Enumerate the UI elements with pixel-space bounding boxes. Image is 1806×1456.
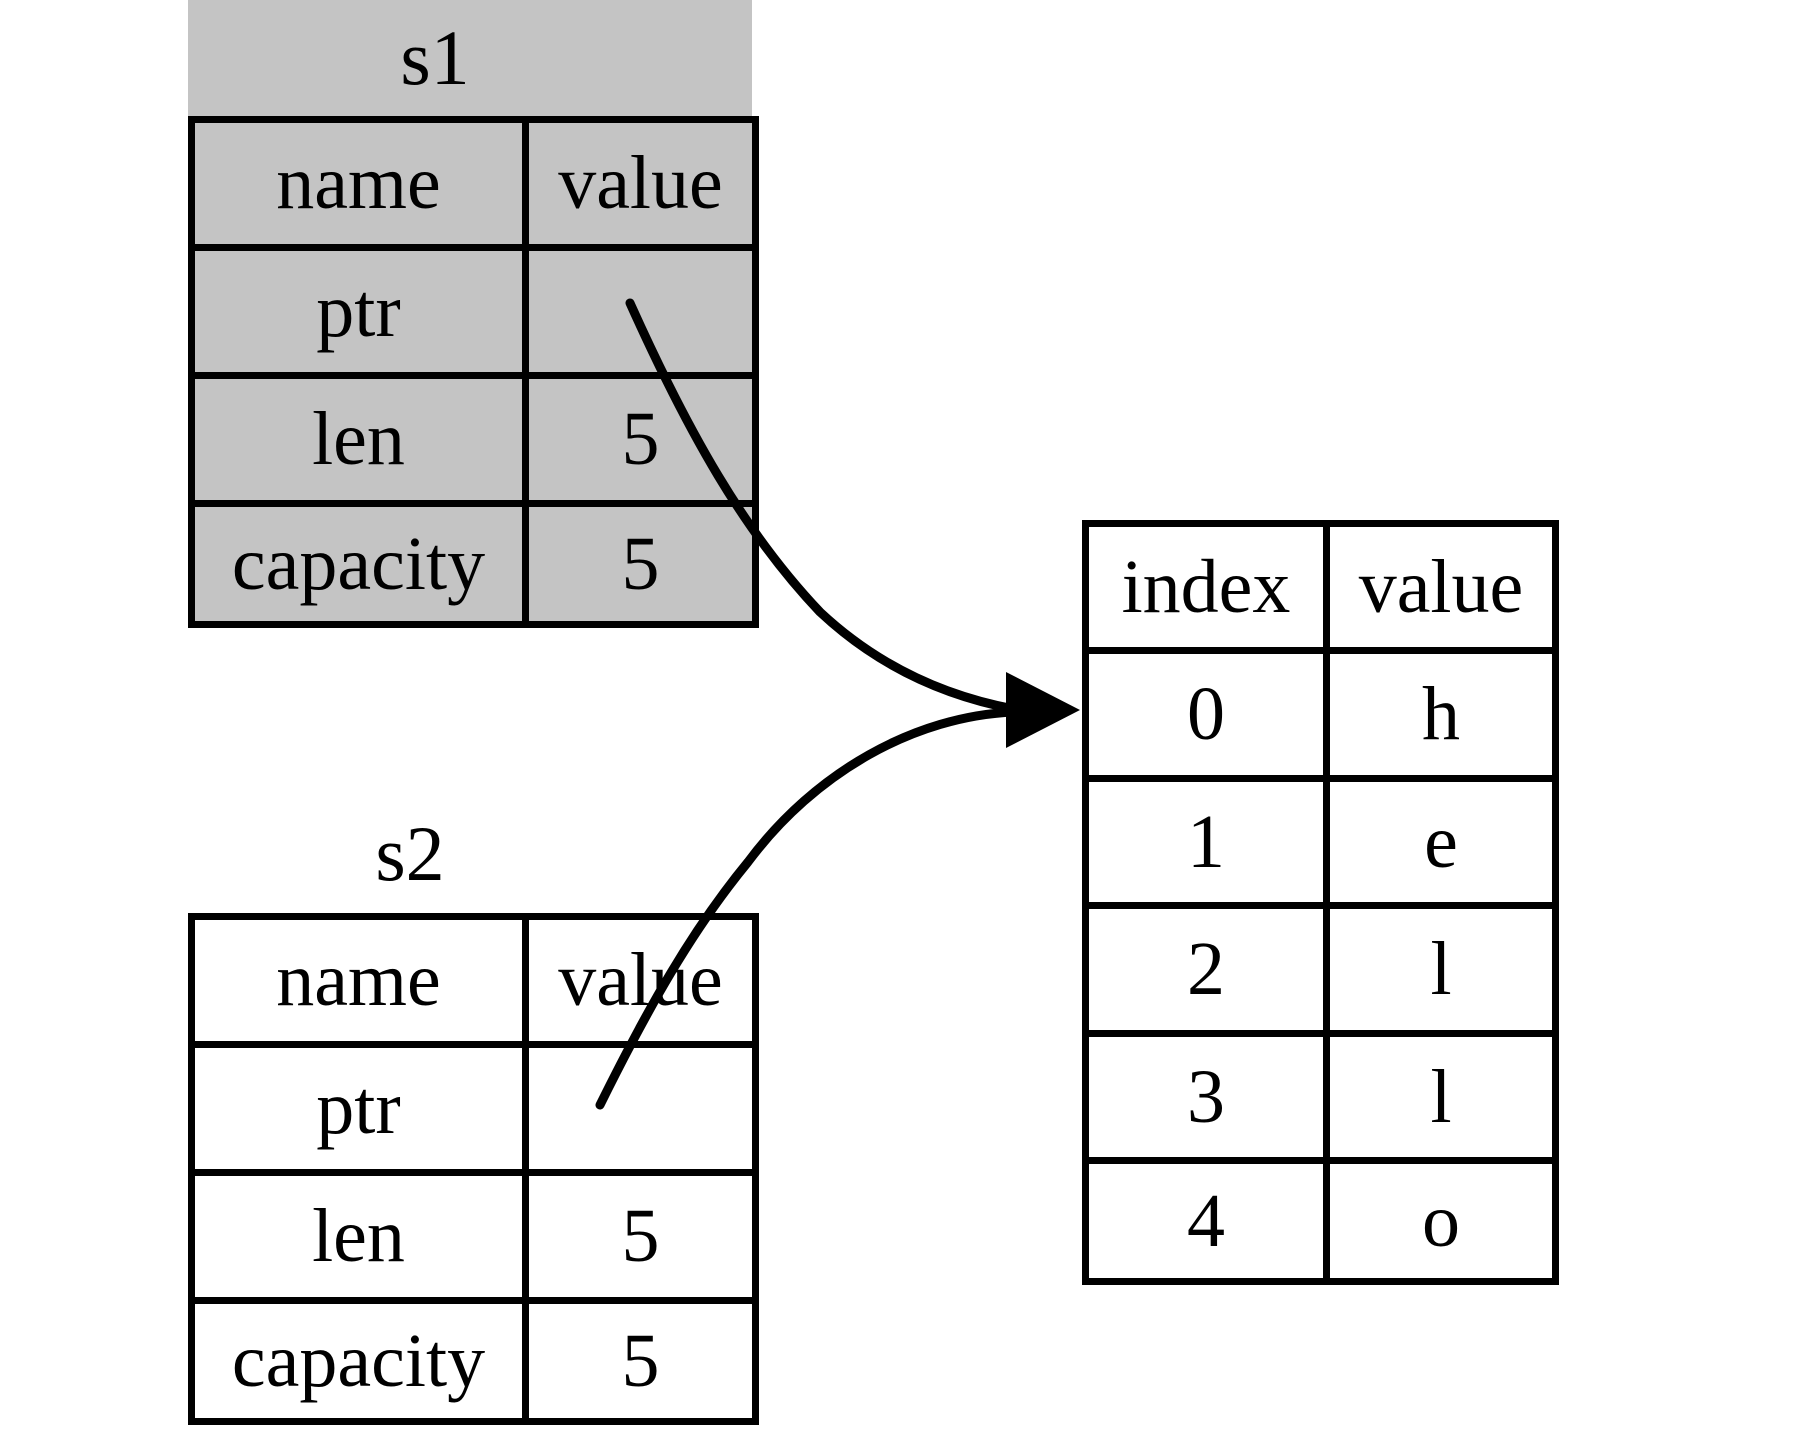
s2-ptr-label: ptr xyxy=(188,1041,529,1176)
s2-header-name: name xyxy=(188,913,529,1048)
heap-header-index: index xyxy=(1082,520,1330,654)
s1-len-label: len xyxy=(188,372,529,507)
heap-index-2: 2 xyxy=(1082,902,1330,1037)
s2-len-value: 5 xyxy=(522,1169,759,1304)
heap-index-1: 1 xyxy=(1082,775,1330,909)
s1-stack-table: name value ptr len 5 capacity 5 xyxy=(188,116,759,628)
s2-ptr-value xyxy=(522,1041,759,1176)
heap-index-3: 3 xyxy=(1082,1030,1330,1164)
heap-value-4: o xyxy=(1323,1157,1559,1285)
s2-title: s2 xyxy=(375,810,445,897)
heap-index-4: 4 xyxy=(1082,1157,1330,1285)
s2-stack-table: name value ptr len 5 capacity 5 xyxy=(188,913,759,1425)
s2-header-value: value xyxy=(522,913,759,1048)
heap-header-value: value xyxy=(1323,520,1559,654)
s1-capacity-label: capacity xyxy=(188,500,529,628)
heap-value-1: e xyxy=(1323,775,1559,909)
heap-value-2: l xyxy=(1323,902,1559,1037)
heap-value-3: l xyxy=(1323,1030,1559,1164)
s2-capacity-label: capacity xyxy=(188,1297,529,1425)
s1-ptr-value xyxy=(522,244,759,379)
s1-len-value: 5 xyxy=(522,372,759,507)
s1-header-value: value xyxy=(522,116,759,251)
s2-len-label: len xyxy=(188,1169,529,1304)
s1-capacity-value: 5 xyxy=(522,500,759,628)
heap-index-0: 0 xyxy=(1082,647,1330,782)
s1-title: s1 xyxy=(188,0,752,116)
heap-value-0: h xyxy=(1323,647,1559,782)
s1-header-name: name xyxy=(188,116,529,251)
s2-capacity-value: 5 xyxy=(522,1297,759,1425)
heap-string-table: index value 0 h 1 e 2 l 3 l 4 o xyxy=(1082,520,1559,1285)
s1-ptr-label: ptr xyxy=(188,244,529,379)
arrowhead-icon xyxy=(1006,672,1080,748)
